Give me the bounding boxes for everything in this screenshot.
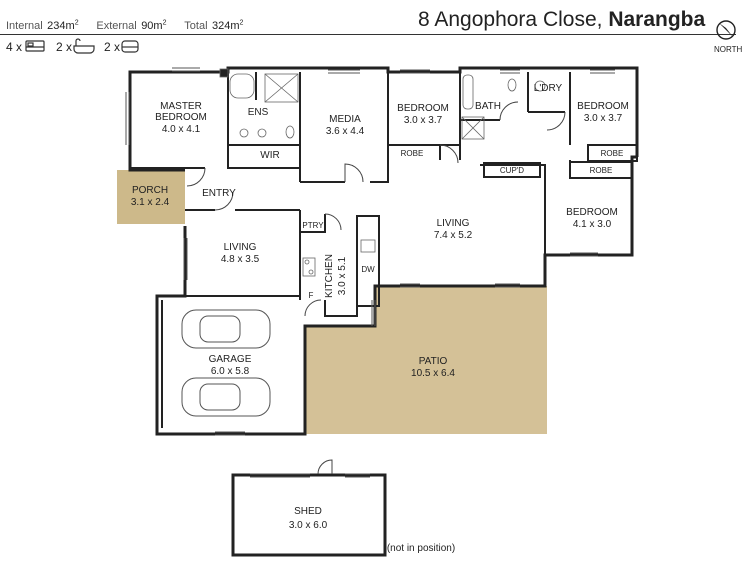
bath-icon: [73, 38, 95, 54]
living-2-dim: 7.4 x 5.2: [434, 230, 473, 241]
bedroom-2-name: BEDROOM: [397, 103, 449, 114]
porch-area: [117, 170, 185, 224]
ensuite-fixtures: [219, 68, 299, 139]
north-label: NORTH: [714, 45, 743, 54]
porch-dim: 3.1 x 2.4: [131, 197, 170, 208]
area-stats: Internal 234m2 External 90m2 Total 324m2: [6, 16, 243, 34]
porch-name: PORCH: [132, 185, 168, 196]
car-icon: [181, 309, 271, 417]
internal-value: 234m2: [47, 19, 79, 32]
bedroom-4-name: BEDROOM: [566, 207, 618, 218]
interior-walls: [130, 72, 638, 428]
pantry-label: PTRY: [302, 221, 324, 230]
master-bedroom-name: MASTER: [160, 101, 202, 112]
media-dim: 3.6 x 4.4: [326, 126, 365, 137]
doors: [186, 101, 566, 475]
living-1-dim: 4.8 x 3.5: [221, 254, 260, 265]
bath-fixtures: [461, 74, 546, 140]
laundry-label: L'DRY: [534, 83, 563, 94]
bath-label: BATH: [475, 101, 501, 112]
car-count: 2 x: [104, 40, 121, 54]
shed-dim: 3.0 x 6.0: [289, 520, 328, 531]
patio-dim: 10.5 x 6.4: [411, 368, 455, 379]
fridge-label: F: [309, 291, 314, 300]
address-suburb: Narangba: [608, 8, 706, 31]
dishwasher-label: DW: [361, 265, 375, 274]
room-labels: MASTER BEDROOM 4.0 x 4.1 ENS WIR MEDIA 3…: [131, 83, 629, 554]
master-bedroom-name-2: BEDROOM: [155, 112, 207, 123]
shed-note: (not in position): [387, 543, 455, 554]
robe-label-2: ROBE: [601, 149, 624, 158]
bath-count: 2 x: [56, 40, 73, 54]
bedroom-2-dim: 3.0 x 3.7: [404, 115, 443, 126]
external-value: 90m2: [141, 19, 167, 32]
property-address: 8 Angophora Close, Narangba: [418, 8, 705, 32]
bedroom-3-dim: 3.0 x 3.7: [584, 113, 623, 124]
robe-label-3: ROBE: [590, 166, 613, 175]
master-bedroom-dim: 4.0 x 4.1: [162, 124, 201, 135]
patio-area: [305, 286, 547, 434]
bed-count: 4 x: [6, 40, 23, 54]
internal-label: Internal: [6, 20, 43, 32]
garage-name: GARAGE: [209, 354, 252, 365]
wir-label: WIR: [260, 150, 279, 161]
external-label: External: [96, 20, 137, 32]
entry-label: ENTRY: [202, 188, 236, 199]
bedroom-3-name: BEDROOM: [577, 101, 629, 112]
robe-label-1: ROBE: [401, 149, 424, 158]
living-2-name: LIVING: [437, 218, 470, 229]
cupboard-label: CUP'D: [500, 166, 524, 175]
living-1-name: LIVING: [224, 242, 257, 253]
north-compass-icon: NORTH: [714, 20, 743, 54]
kitchen-dim: 3.0 x 5.1: [337, 256, 348, 295]
bed-icon: [25, 40, 45, 52]
total-value: 324m2: [211, 19, 244, 32]
bedroom-4-dim: 4.1 x 3.0: [573, 219, 612, 230]
kitchen-name: KITCHEN: [324, 254, 335, 298]
address-street: 8 Angophora Close,: [418, 8, 603, 31]
header-divider: [0, 34, 736, 35]
shed-name: SHED: [294, 506, 322, 517]
kitchen-fixtures: [302, 239, 376, 277]
windows: [125, 67, 615, 478]
garage-dim: 6.0 x 5.8: [211, 366, 250, 377]
total-label: Total: [184, 20, 208, 32]
media-name: MEDIA: [329, 114, 361, 125]
ensuite-label: ENS: [248, 107, 269, 118]
car-icon: [121, 40, 139, 53]
patio-name: PATIO: [419, 356, 448, 367]
